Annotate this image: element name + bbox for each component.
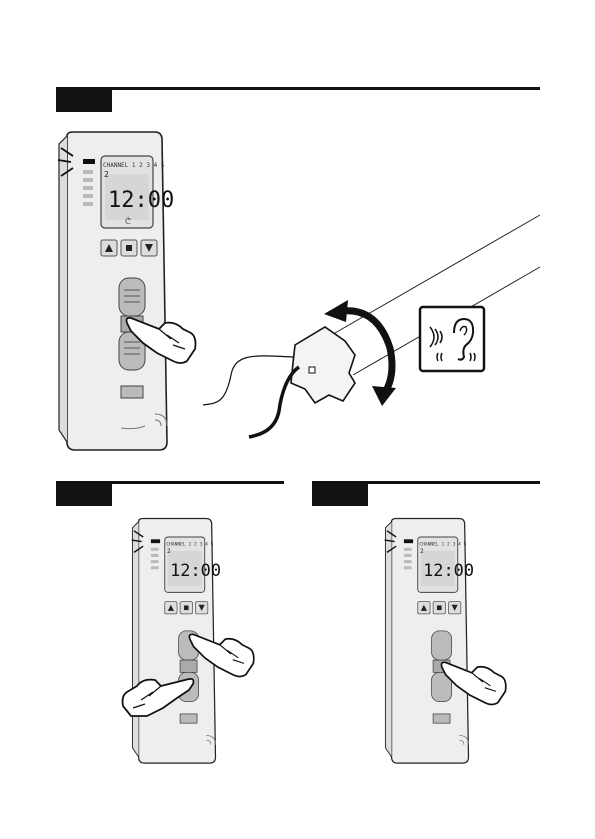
step-3-divider bbox=[312, 481, 540, 484]
lcd-time: 12:00 bbox=[170, 560, 221, 580]
step-2-divider bbox=[56, 481, 284, 484]
lcd-channel-label: CHANNEL 1 2 3 4 5 bbox=[166, 541, 213, 547]
lcd-channel-number: 2 bbox=[420, 548, 424, 555]
ear-icon bbox=[418, 305, 488, 373]
lcd-time: 12:00 bbox=[423, 560, 474, 580]
step-1-tab bbox=[56, 87, 112, 112]
remote-step-1: CHANNEL 1 2 3 4 5 2 12:00 ᕧ bbox=[55, 130, 175, 455]
step-1-divider bbox=[56, 87, 540, 90]
hand-pointer-icon bbox=[188, 630, 258, 680]
lcd-channel-number: 2 bbox=[104, 170, 109, 179]
rotation-arrow-icon bbox=[318, 298, 408, 408]
hand-pointer-icon bbox=[115, 672, 195, 717]
step-3-tab bbox=[312, 481, 368, 506]
lcd-icon: ᕧ bbox=[125, 217, 131, 226]
remote-step-3: CHANNEL 1 2 3 4 5 2 12:00 bbox=[381, 517, 476, 767]
lcd-channel-label: CHANNEL 1 2 3 4 5 bbox=[419, 541, 466, 547]
hand-pointer-icon bbox=[440, 658, 510, 708]
direction-buttons bbox=[101, 240, 157, 256]
lcd-time: 12:00 bbox=[108, 188, 174, 213]
hand-pointer-icon bbox=[125, 315, 200, 365]
lcd-channel-number: 2 bbox=[167, 548, 171, 555]
lcd-channel-label: CHANNEL 1 2 3 4 5 bbox=[103, 162, 165, 169]
step-2-tab bbox=[56, 481, 112, 506]
